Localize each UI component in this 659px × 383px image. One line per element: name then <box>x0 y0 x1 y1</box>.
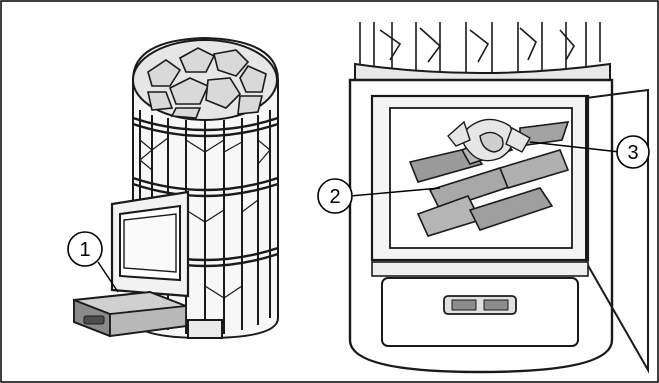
callout-3-label: 3 <box>627 142 638 164</box>
callout-1-label: 1 <box>79 239 90 261</box>
heater-front-closeup: 2 3 <box>318 22 649 372</box>
callout-2-label: 2 <box>329 186 340 208</box>
